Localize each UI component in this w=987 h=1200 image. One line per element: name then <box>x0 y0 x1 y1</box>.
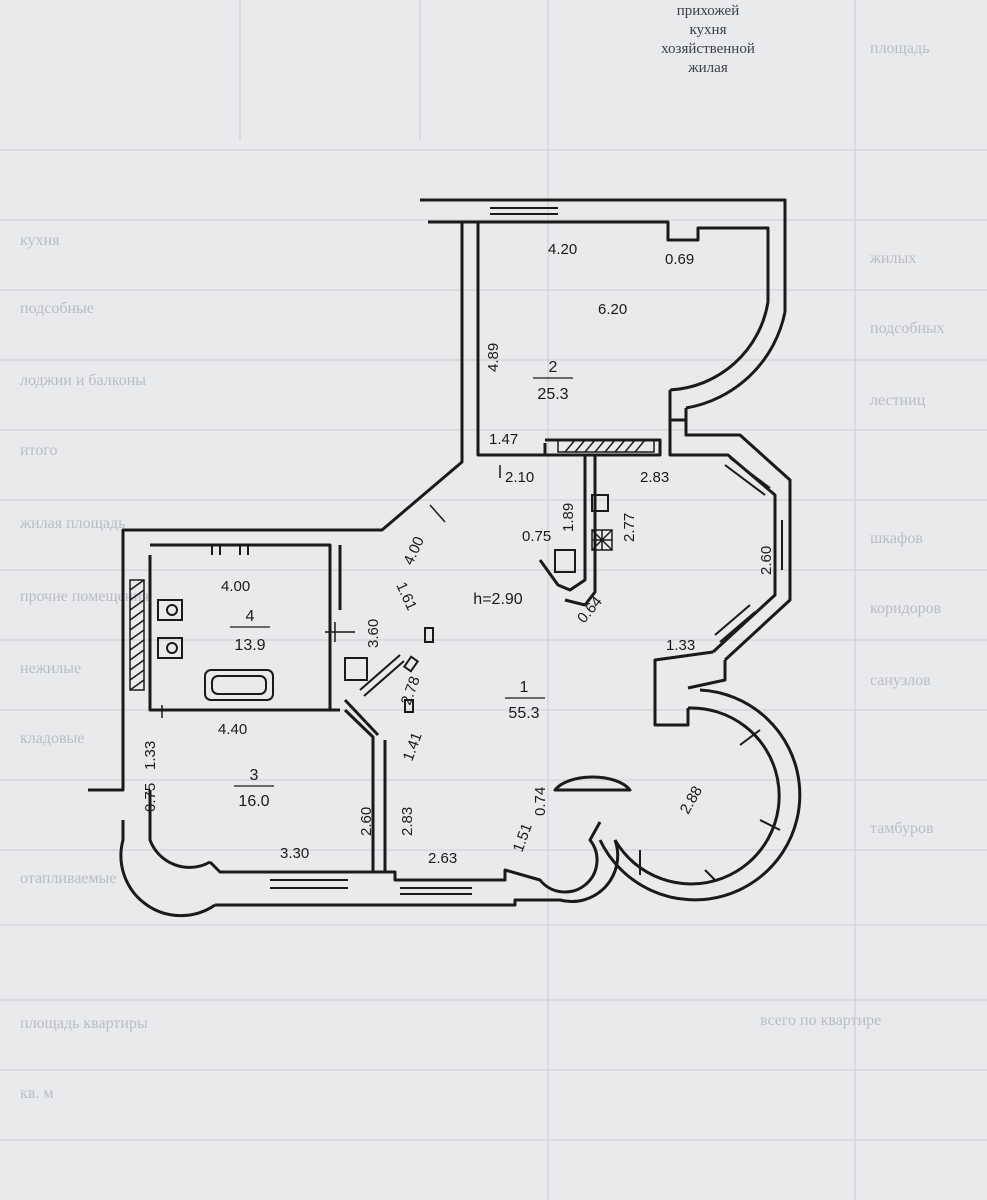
vent-shaft-hatching <box>129 439 655 691</box>
dimension-label: 0.69 <box>665 251 694 268</box>
dimension-label: 3.60 <box>365 619 382 648</box>
bathtub-fixture <box>204 669 274 701</box>
dimension-label: 2.10 <box>505 469 534 486</box>
bg-label: прочие помещения <box>20 588 150 605</box>
header-line-4: жилая <box>688 60 728 76</box>
dimension-label: 4.20 <box>548 241 577 258</box>
dimension-label: 2.88 <box>677 783 706 817</box>
dimension-label: 4.40 <box>218 721 247 738</box>
bg-side-label: тамбуров <box>870 820 934 837</box>
fixtures <box>157 494 609 713</box>
boiler-fixture <box>591 494 609 512</box>
bg-side-label: подсобных <box>870 320 945 337</box>
dimension-label: 2.83 <box>640 469 669 486</box>
bg-label: кухня <box>20 232 60 249</box>
dimension-label: 2.78 <box>398 674 424 707</box>
toilet-fixture <box>157 637 183 659</box>
dimension-label: 0.75 <box>142 783 159 812</box>
column-fixture <box>344 657 368 681</box>
dimension-ticks <box>161 465 501 718</box>
dimension-label: 4.00 <box>400 534 428 568</box>
dimension-label: 1.61 <box>392 580 420 614</box>
bg-side-label: площадь <box>870 40 930 57</box>
bg-label: отапливаемые <box>20 870 117 887</box>
bg-label: лоджии и балконы <box>20 372 147 389</box>
room-number: 3 <box>250 767 259 784</box>
dimension-label: 4.00 <box>221 578 250 595</box>
dimension-label: 0.64 <box>574 593 606 626</box>
dimension-label: 6.20 <box>598 301 627 318</box>
walls <box>88 198 802 918</box>
dimension-label: 1.51 <box>510 821 536 854</box>
windows <box>270 207 783 895</box>
bg-label: площадь квартиры <box>20 1015 148 1032</box>
ceiling-height: h=2.90 <box>473 591 522 608</box>
room-area: 13.9 <box>234 637 265 654</box>
sink-fixture <box>157 599 183 621</box>
dimension-labels: 4.20 0.69 6.20 4.89 1.47 2.10 2.83 1.89 … <box>142 241 775 867</box>
header-line-1: прихожей <box>676 3 740 19</box>
dimension-label: 1.47 <box>489 431 518 448</box>
stove-fixture <box>554 549 576 573</box>
dimension-label: 1.41 <box>400 730 426 763</box>
header-line-2: кухня <box>689 22 727 38</box>
room-number: 2 <box>549 359 558 376</box>
bg-side-label: жилых <box>870 250 917 267</box>
bg-label: итого <box>20 442 58 459</box>
dimension-label: 1.33 <box>666 637 695 654</box>
dimension-label: 2.77 <box>621 513 638 542</box>
bg-label: подсобные <box>20 300 94 317</box>
dimension-label: 1.89 <box>560 503 577 532</box>
bg-side-label: шкафов <box>870 530 923 547</box>
room-area: 16.0 <box>238 793 269 810</box>
header-column-text: прихожей кухня хозяйственной жилая <box>548 2 868 78</box>
room-labels: 1 55.3 2 25.3 3 16.0 4 13.9 h=2.90 <box>230 359 573 810</box>
bg-label: кв. м <box>20 1085 54 1102</box>
room-number: 1 <box>520 679 529 696</box>
bg-side-label: коридоров <box>870 600 942 617</box>
dimension-label: 3.30 <box>280 845 309 862</box>
dimension-label: 0.74 <box>532 787 549 816</box>
bg-label: жилая площадь <box>20 515 126 532</box>
dimension-label: 2.60 <box>358 807 375 836</box>
dimension-label: 2.63 <box>428 850 457 867</box>
dimension-label: 2.60 <box>758 546 775 575</box>
bg-label: кладовые <box>20 730 85 747</box>
room-number: 4 <box>246 608 255 625</box>
dimension-label: 4.89 <box>485 343 502 372</box>
dimension-label: 2.83 <box>399 807 416 836</box>
bg-side-label: лестниц <box>870 392 926 409</box>
bg-label: всего по квартире <box>760 1012 882 1029</box>
dimension-label: 1.33 <box>142 741 159 770</box>
bg-label: нежилые <box>20 660 82 677</box>
room-area: 25.3 <box>537 386 568 403</box>
dimension-label: 0.75 <box>522 528 551 545</box>
bg-side-label: санузлов <box>870 672 931 689</box>
header-line-3: хозяйственной <box>661 41 755 57</box>
room-area: 55.3 <box>508 705 539 722</box>
